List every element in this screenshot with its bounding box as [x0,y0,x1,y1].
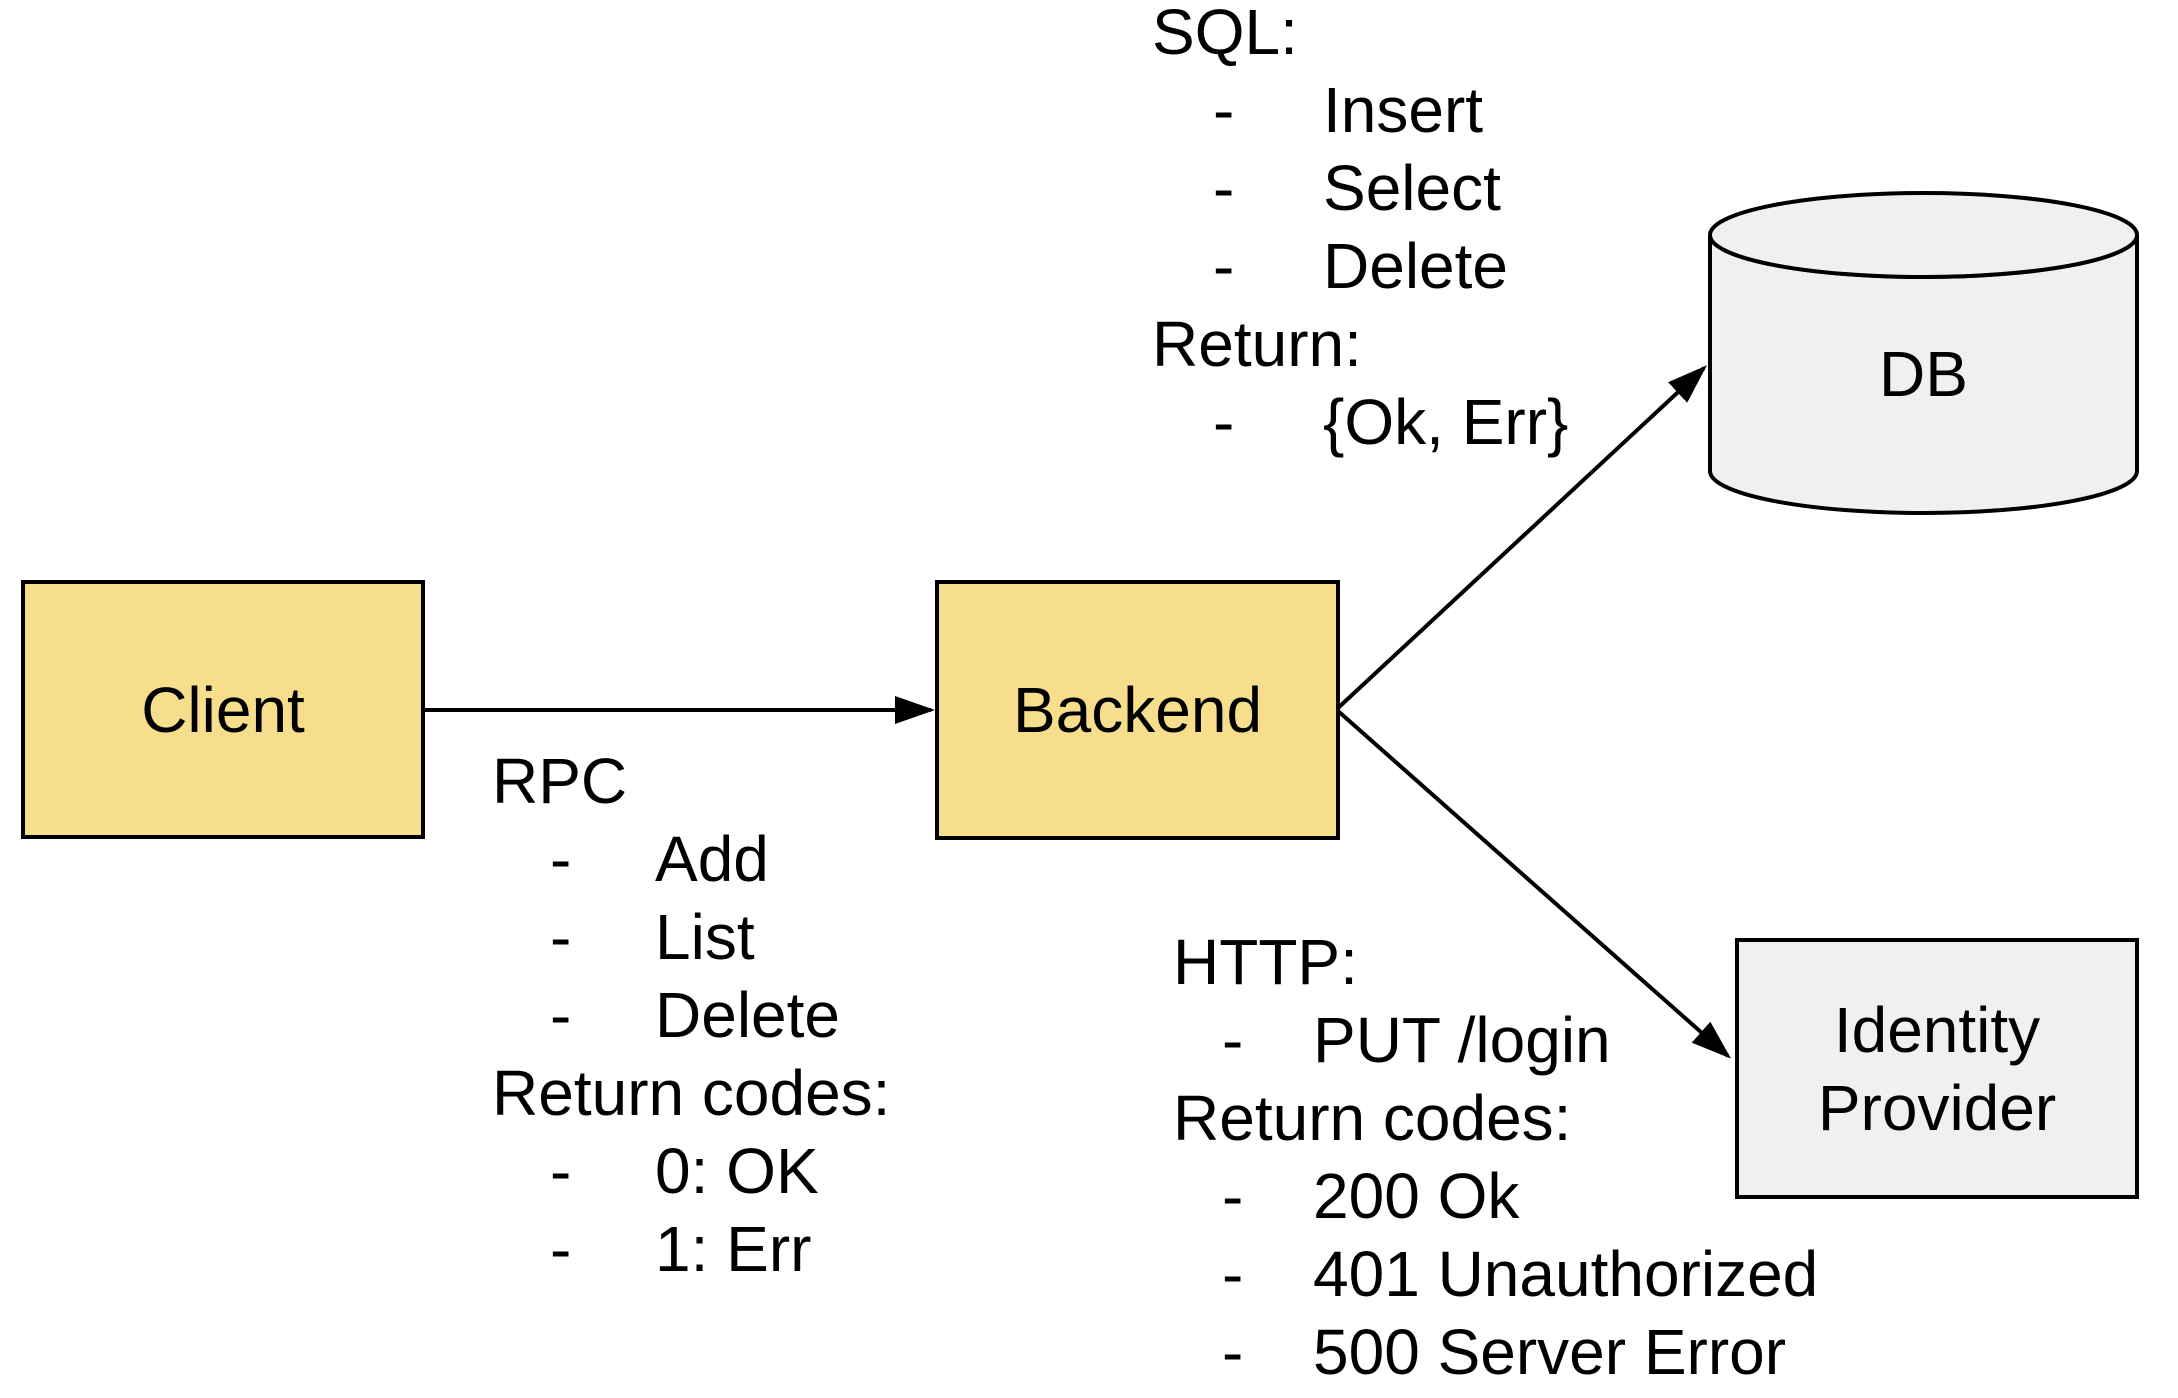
note-line: - Delete [1152,227,1568,305]
note-item: 401 Unauthorized [1313,1238,1819,1310]
bullet-dash: - [550,1213,572,1285]
bullet-dash: - [1222,1238,1244,1310]
note-item: Insert [1323,74,1484,146]
rpc-note: RPC - Add - List - Delete Return codes: … [492,742,890,1288]
note-heading: Return: [1152,308,1362,380]
bullet-dash: - [550,979,572,1051]
sql-note: SQL: - Insert - Select - Delete Return: … [1152,0,1568,461]
arrow-backend-to-db [1336,365,1707,710]
bullet-dash: - [1222,1160,1244,1232]
note-line: HTTP: [1173,923,1818,1001]
note-heading: SQL: [1152,0,1298,68]
bullet-dash: - [550,1135,572,1207]
note-item: 500 Server Error [1313,1316,1787,1388]
bullet-dash: - [1213,230,1235,302]
bullet-dash: - [1222,1316,1244,1388]
note-line: - Select [1152,149,1568,227]
bullet-dash: - [1213,74,1235,146]
note-item: 0: OK [655,1135,819,1207]
note-line: - {Ok, Err} [1152,383,1568,461]
db-cylinder-top [1708,191,2139,279]
note-item: Select [1323,152,1501,224]
note-line: Return: [1152,305,1568,383]
backend-node-shape [935,580,1340,840]
note-heading: HTTP: [1173,926,1358,998]
note-line: Return codes: [1173,1079,1818,1157]
note-line: - 0: OK [492,1132,890,1210]
note-item: List [655,901,755,973]
http-note: HTTP: - PUT /login Return codes: - 200 O… [1173,923,1818,1391]
note-line: RPC [492,742,890,820]
bullet-dash: - [550,823,572,895]
note-item: Add [655,823,769,895]
note-heading: Return codes: [1173,1082,1572,1154]
note-item: Delete [1323,230,1508,302]
note-line: - 401 Unauthorized [1173,1235,1818,1313]
note-line: Return codes: [492,1054,890,1132]
identity-provider-node-shape [1735,938,2139,1199]
note-line: - Add [492,820,890,898]
note-line: - PUT /login [1173,1001,1818,1079]
bullet-dash: - [1213,152,1235,224]
note-line: - 500 Server Error [1173,1313,1818,1391]
bullet-dash: - [1213,386,1235,458]
note-line: - List [492,898,890,976]
note-item: {Ok, Err} [1323,386,1569,458]
note-item: 200 Ok [1313,1160,1520,1232]
note-line: - 1: Err [492,1210,890,1288]
note-line: SQL: [1152,0,1568,71]
note-line: - Delete [492,976,890,1054]
note-heading: RPC [492,745,628,817]
note-item: PUT /login [1313,1004,1611,1076]
client-node-shape [21,580,425,839]
arrow-backend-to-identity-provider [1336,709,1731,1059]
note-line: - 200 Ok [1173,1157,1818,1235]
bullet-dash: - [1222,1004,1244,1076]
bullet-dash: - [550,901,572,973]
note-heading: Return codes: [492,1057,891,1129]
note-line: - Insert [1152,71,1568,149]
note-item: 1: Err [655,1213,812,1285]
note-item: Delete [655,979,840,1051]
